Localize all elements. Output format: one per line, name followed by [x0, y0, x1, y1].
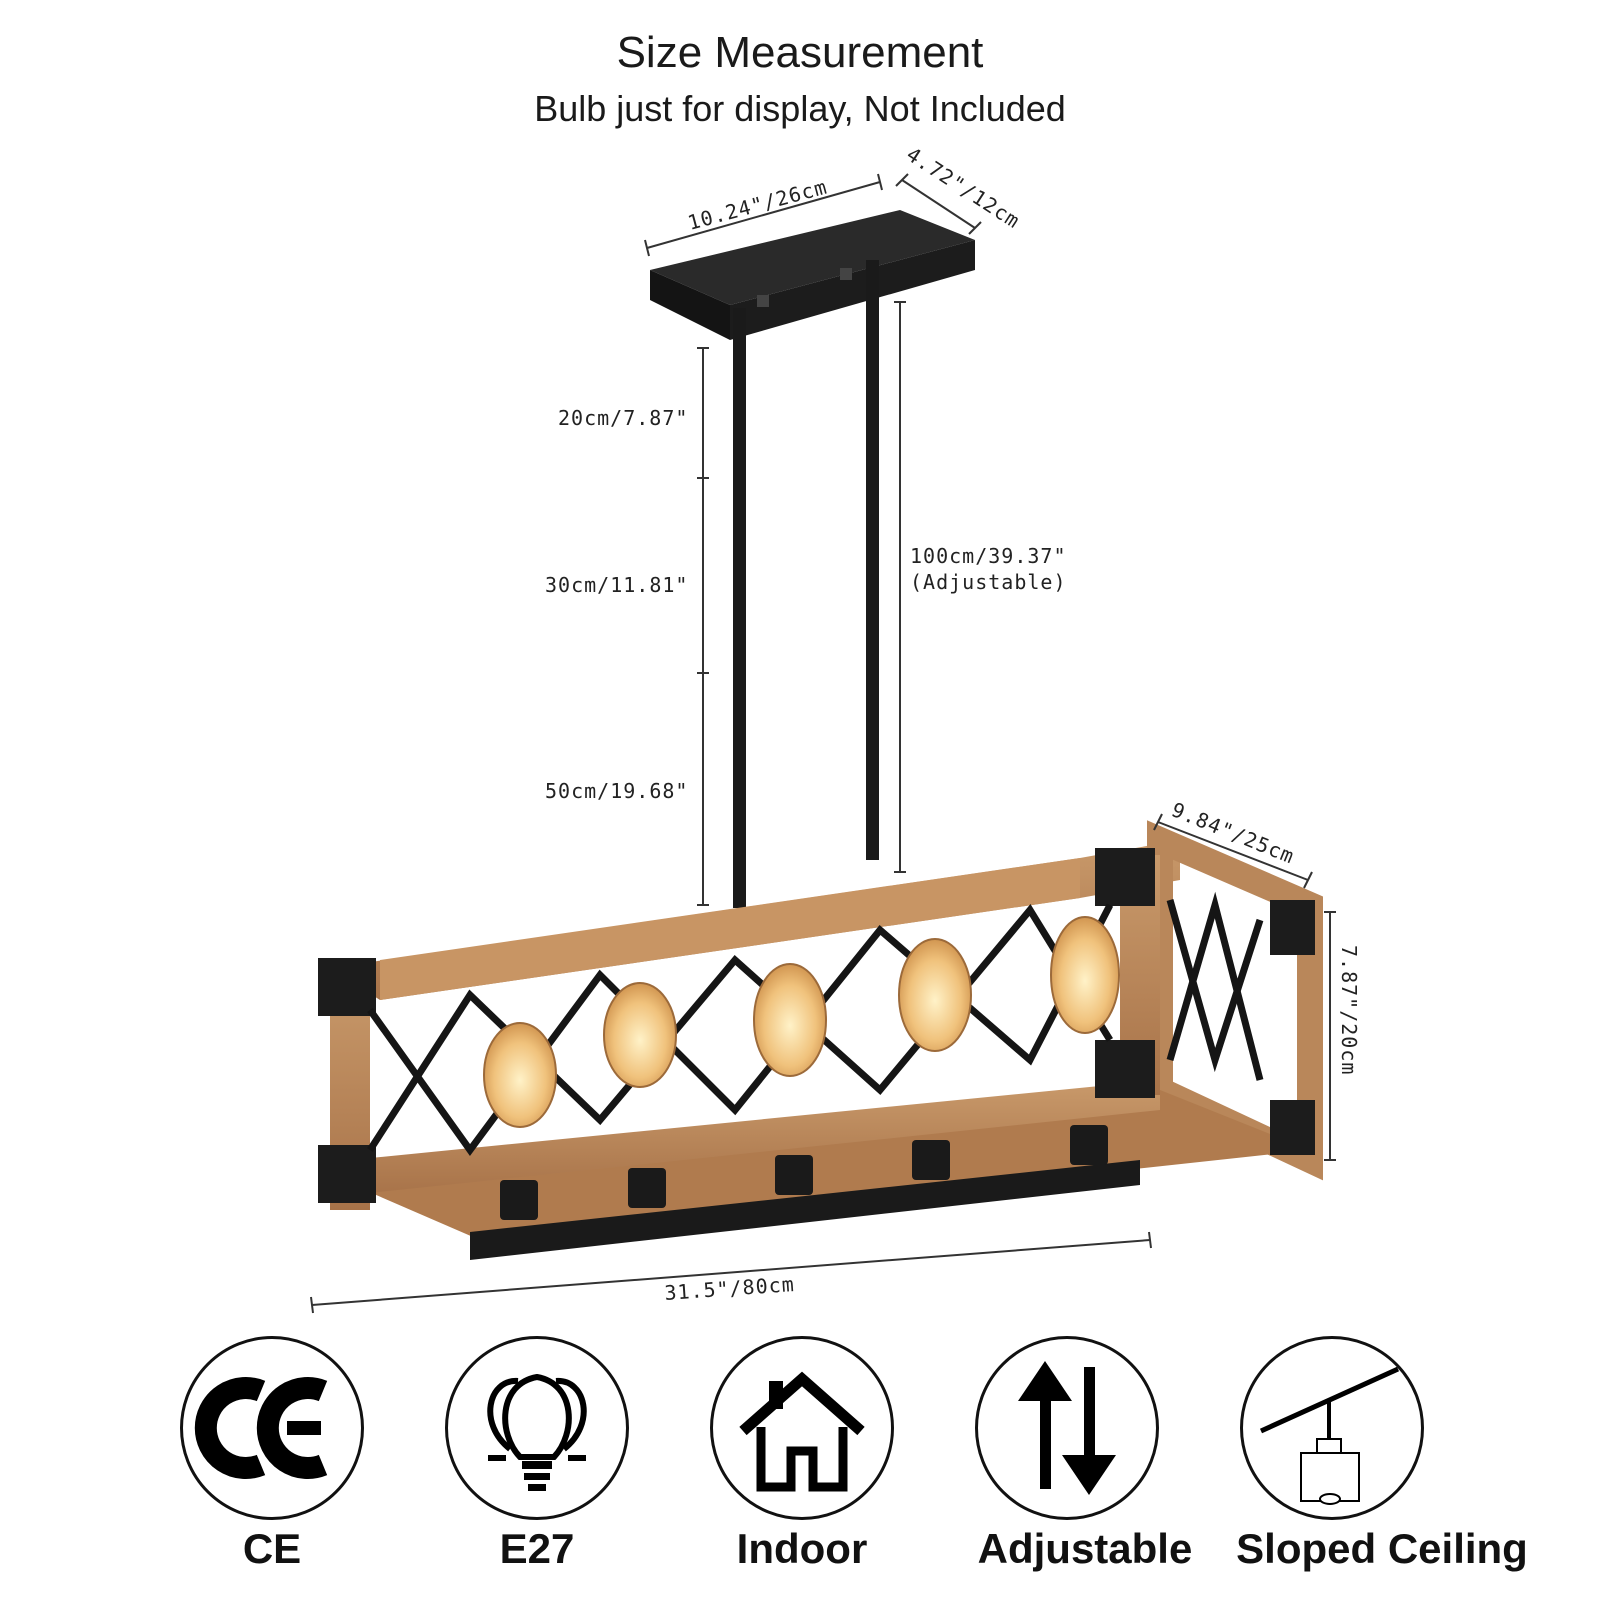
canopy-length-label: 10.24"/26cm: [685, 175, 830, 235]
feature-label-adjustable: Adjustable: [977, 1525, 1193, 1572]
feature-label-indoor: Indoor: [736, 1525, 868, 1572]
up-down-arrows-icon: [975, 1336, 1159, 1520]
rod-total-label: 100cm/39.37": [910, 544, 1067, 568]
chandelier-diagram: 10.24"/26cm 4.72"/12cm 20cm/7.87" 30cm/1…: [310, 142, 1361, 1314]
page-subtitle: Bulb just for display, Not Included: [534, 88, 1066, 129]
rod-segment-2-label: 30cm/11.81": [545, 573, 688, 597]
dimension-lines: [310, 173, 1336, 1314]
sloped-ceiling-icon: [1240, 1336, 1424, 1520]
fixture-body: [318, 820, 1323, 1260]
bulb-icon: [445, 1336, 629, 1520]
fixture-height-label: 7.87"/20cm: [1337, 945, 1361, 1075]
rod-segment-3-label: 50cm/19.68": [545, 779, 688, 803]
ceiling-canopy: [650, 210, 975, 340]
suspension-rods: [733, 260, 879, 908]
ce-mark-icon: [180, 1336, 364, 1520]
feature-label-sloped-ceiling: Sloped Ceiling: [1236, 1525, 1528, 1572]
page-title: Size Measurement: [616, 28, 984, 77]
feature-label-e27: E27: [499, 1525, 575, 1572]
feature-label-ce: CE: [242, 1525, 302, 1572]
rod-total-note: (Adjustable): [910, 570, 1067, 594]
rod-segment-1-label: 20cm/7.87": [558, 406, 688, 430]
house-icon: [710, 1336, 894, 1520]
edison-bulbs: [483, 916, 1120, 1220]
